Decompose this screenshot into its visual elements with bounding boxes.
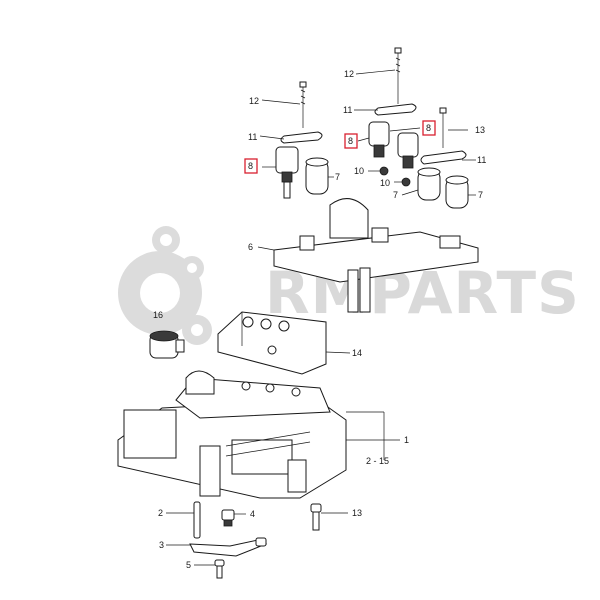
- callout-16: 16: [153, 310, 163, 320]
- callout-11b: 11: [248, 132, 257, 142]
- bolt-short-right: [439, 107, 447, 148]
- cover-plate: [217, 311, 327, 375]
- highlight-box-8a: [244, 158, 258, 174]
- solenoid-valve-center-b: [397, 132, 419, 169]
- callout-7a: 7: [335, 172, 340, 182]
- pressure-regulator-mid: [417, 167, 441, 201]
- callout-1: 1: [404, 435, 409, 445]
- selector-lever: [189, 537, 268, 557]
- callout-13a: 13: [475, 125, 485, 135]
- bolt-lower: [310, 503, 322, 531]
- retaining-clip-top: [374, 103, 417, 116]
- mechatronic-unit: [117, 370, 347, 499]
- callout-7c: 7: [478, 190, 483, 200]
- callout-8b: 8: [348, 136, 353, 146]
- solenoid-valve-left: [275, 146, 299, 199]
- callout-11c: 11: [477, 155, 486, 165]
- bolt-long-left: [299, 81, 307, 128]
- leader-lines: [166, 69, 476, 566]
- solenoid-valve-center-a: [368, 121, 390, 158]
- filter-gear-b: [401, 177, 411, 187]
- pressure-regulator-right: [445, 175, 469, 209]
- callout-10a: 10: [354, 166, 364, 176]
- filter-gear-a: [379, 166, 389, 176]
- callout-3: 3: [159, 540, 164, 550]
- guide-pin: [193, 501, 201, 539]
- retaining-clip-left: [280, 131, 323, 144]
- callout-4: 4: [250, 509, 255, 519]
- small-bolt: [214, 559, 225, 579]
- callout-2: 2: [158, 508, 163, 518]
- sensor-clip: [221, 509, 235, 527]
- retaining-clip-right: [420, 150, 467, 165]
- callout-8a: 8: [248, 161, 253, 171]
- pressure-regulator-left: [305, 157, 329, 195]
- callout-12a: 12: [344, 69, 354, 79]
- gear-logo-icon: [118, 226, 212, 345]
- callout-6: 6: [248, 242, 253, 252]
- callout-8c: 8: [426, 123, 431, 133]
- callout-14: 14: [352, 348, 362, 358]
- callout-10b: 10: [380, 178, 390, 188]
- highlight-box-8c: [422, 120, 436, 136]
- cable-bracket-assembly: [273, 198, 479, 313]
- bolt-long-right: [394, 47, 402, 104]
- callout-13b: 13: [352, 508, 362, 518]
- sealing-plug: [149, 330, 185, 359]
- callout-7b: 7: [393, 190, 398, 200]
- callout-11a: 11: [343, 105, 352, 115]
- highlight-box-8b: [344, 133, 358, 149]
- callout-2-15: 2 - 15: [366, 456, 389, 466]
- callout-12b: 12: [249, 96, 259, 106]
- callout-5: 5: [186, 560, 191, 570]
